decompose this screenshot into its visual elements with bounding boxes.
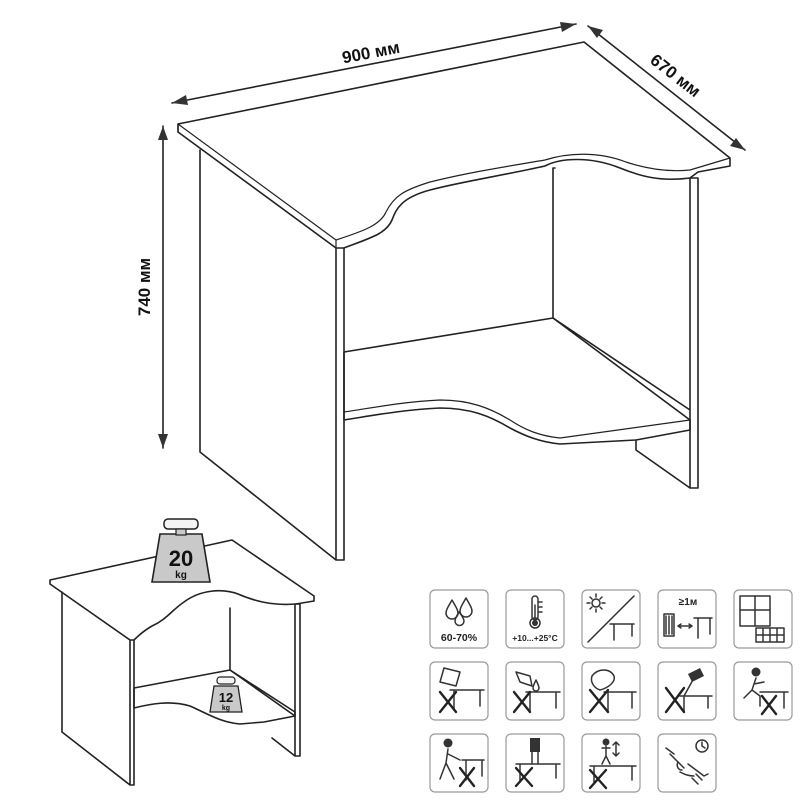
heater-distance-icon: ≥1м <box>657 589 717 649</box>
small-desk-right-panel <box>229 603 301 757</box>
width-dimension-label: 900 мм <box>341 38 402 68</box>
height-dimension-arrow <box>158 125 168 449</box>
no-liquids-icon <box>505 661 565 721</box>
top-load-weight-value: 20 <box>169 546 193 571</box>
shelf-load-weight-unit: kg <box>222 705 230 712</box>
no-abrasive-icon <box>581 661 641 721</box>
no-sharp-objects-icon <box>505 733 565 793</box>
small-desk-left-panel <box>61 591 135 786</box>
heater-distance-label: ≥1м <box>679 597 697 608</box>
tightening-maintenance-icon <box>657 733 717 793</box>
width-dimension-arrow <box>171 22 577 105</box>
no-direct-sunlight-icon <box>581 589 641 649</box>
desk-right-side-panel <box>552 167 699 489</box>
no-dragging-icon <box>429 733 489 793</box>
no-climbing-icon <box>733 661 793 721</box>
humidity-drops-icon: 60-70% <box>429 589 489 649</box>
small-desk-shelf <box>133 669 296 725</box>
desk-top <box>177 41 731 249</box>
desk-left-side-panel <box>199 149 345 561</box>
no-wet-cloth-icon <box>429 661 489 721</box>
humidity-label: 60-70% <box>441 632 478 644</box>
thermometer-icon: +10...+25°C <box>505 589 565 649</box>
depth-dimension-label: 670 мм <box>647 50 705 101</box>
no-hammer-icon <box>657 661 717 721</box>
care-icons-grid: 60-70% +10...+25°C ≥1м <box>429 589 793 793</box>
no-load-icon <box>581 733 641 793</box>
main-desk-drawing: 900 мм 670 мм 740 мм <box>135 22 746 561</box>
load-limit-desk-drawing: 20 kg 12 kg <box>49 518 315 786</box>
window-room-icon <box>733 589 793 649</box>
height-dimension-label: 740 мм <box>135 258 154 316</box>
temperature-label: +10...+25°C <box>512 633 557 643</box>
depth-dimension-arrow <box>587 25 746 151</box>
desk-bottom-shelf <box>343 317 691 445</box>
small-desk-top <box>49 539 315 641</box>
shelf-load-weight-icon <box>209 676 243 713</box>
top-load-weight-unit: kg <box>175 570 187 581</box>
shelf-load-weight-value: 12 <box>219 690 233 705</box>
top-load-weight-icon <box>151 518 211 583</box>
